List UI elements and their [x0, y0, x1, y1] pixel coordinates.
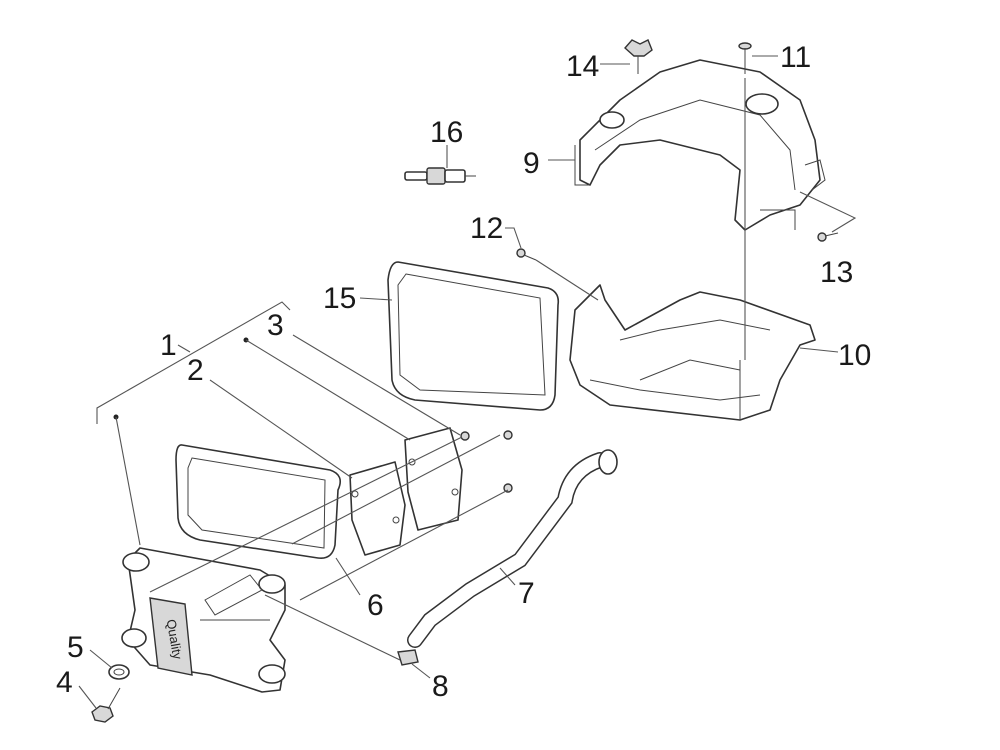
- callout-10: 10: [838, 339, 871, 372]
- embossed-logo: Quality: [164, 618, 186, 661]
- callout-4: 4: [56, 666, 73, 699]
- part-9-upper-cover: [574, 59, 826, 231]
- part-8-clip: [397, 649, 419, 666]
- part-5-washer: [108, 664, 130, 680]
- part-6-gasket: [175, 444, 341, 560]
- part-15-gasket: [387, 261, 560, 411]
- callout-3: 3: [267, 309, 284, 342]
- callout-11: 11: [780, 41, 811, 74]
- callout-7: 7: [518, 577, 535, 610]
- part-13-bolt: [817, 232, 839, 242]
- callout-8: 8: [432, 670, 449, 703]
- part-3-plate: [404, 427, 463, 531]
- part-4-bolt: [91, 687, 121, 723]
- callout-5: 5: [67, 631, 84, 664]
- callout-14: 14: [566, 50, 599, 83]
- callout-9: 9: [523, 147, 540, 180]
- callout-13: 13: [820, 256, 853, 289]
- callout-6: 6: [367, 589, 384, 622]
- part-7-hose: [407, 449, 618, 648]
- callout-16: 16: [430, 116, 463, 149]
- part-16-spark-plug: [404, 167, 476, 185]
- callout-labels: 1 2 3 4 5 6 7 8 9 10 11 12 13 14 15 16: [56, 41, 871, 703]
- callout-2: 2: [187, 354, 204, 387]
- callout-1: 1: [160, 329, 177, 362]
- part-11-screw: [738, 42, 752, 74]
- part-1-head-cover: Quality: [121, 547, 286, 693]
- part-14-knob: [624, 39, 653, 74]
- part-12-screw: [516, 248, 537, 261]
- callout-15: 15: [323, 282, 356, 315]
- leader-lines: [78, 55, 857, 709]
- callout-12: 12: [470, 212, 503, 245]
- part-3-screws: [460, 430, 513, 493]
- part-2-plate: [349, 461, 406, 556]
- part-10-lower-cover: [569, 284, 816, 421]
